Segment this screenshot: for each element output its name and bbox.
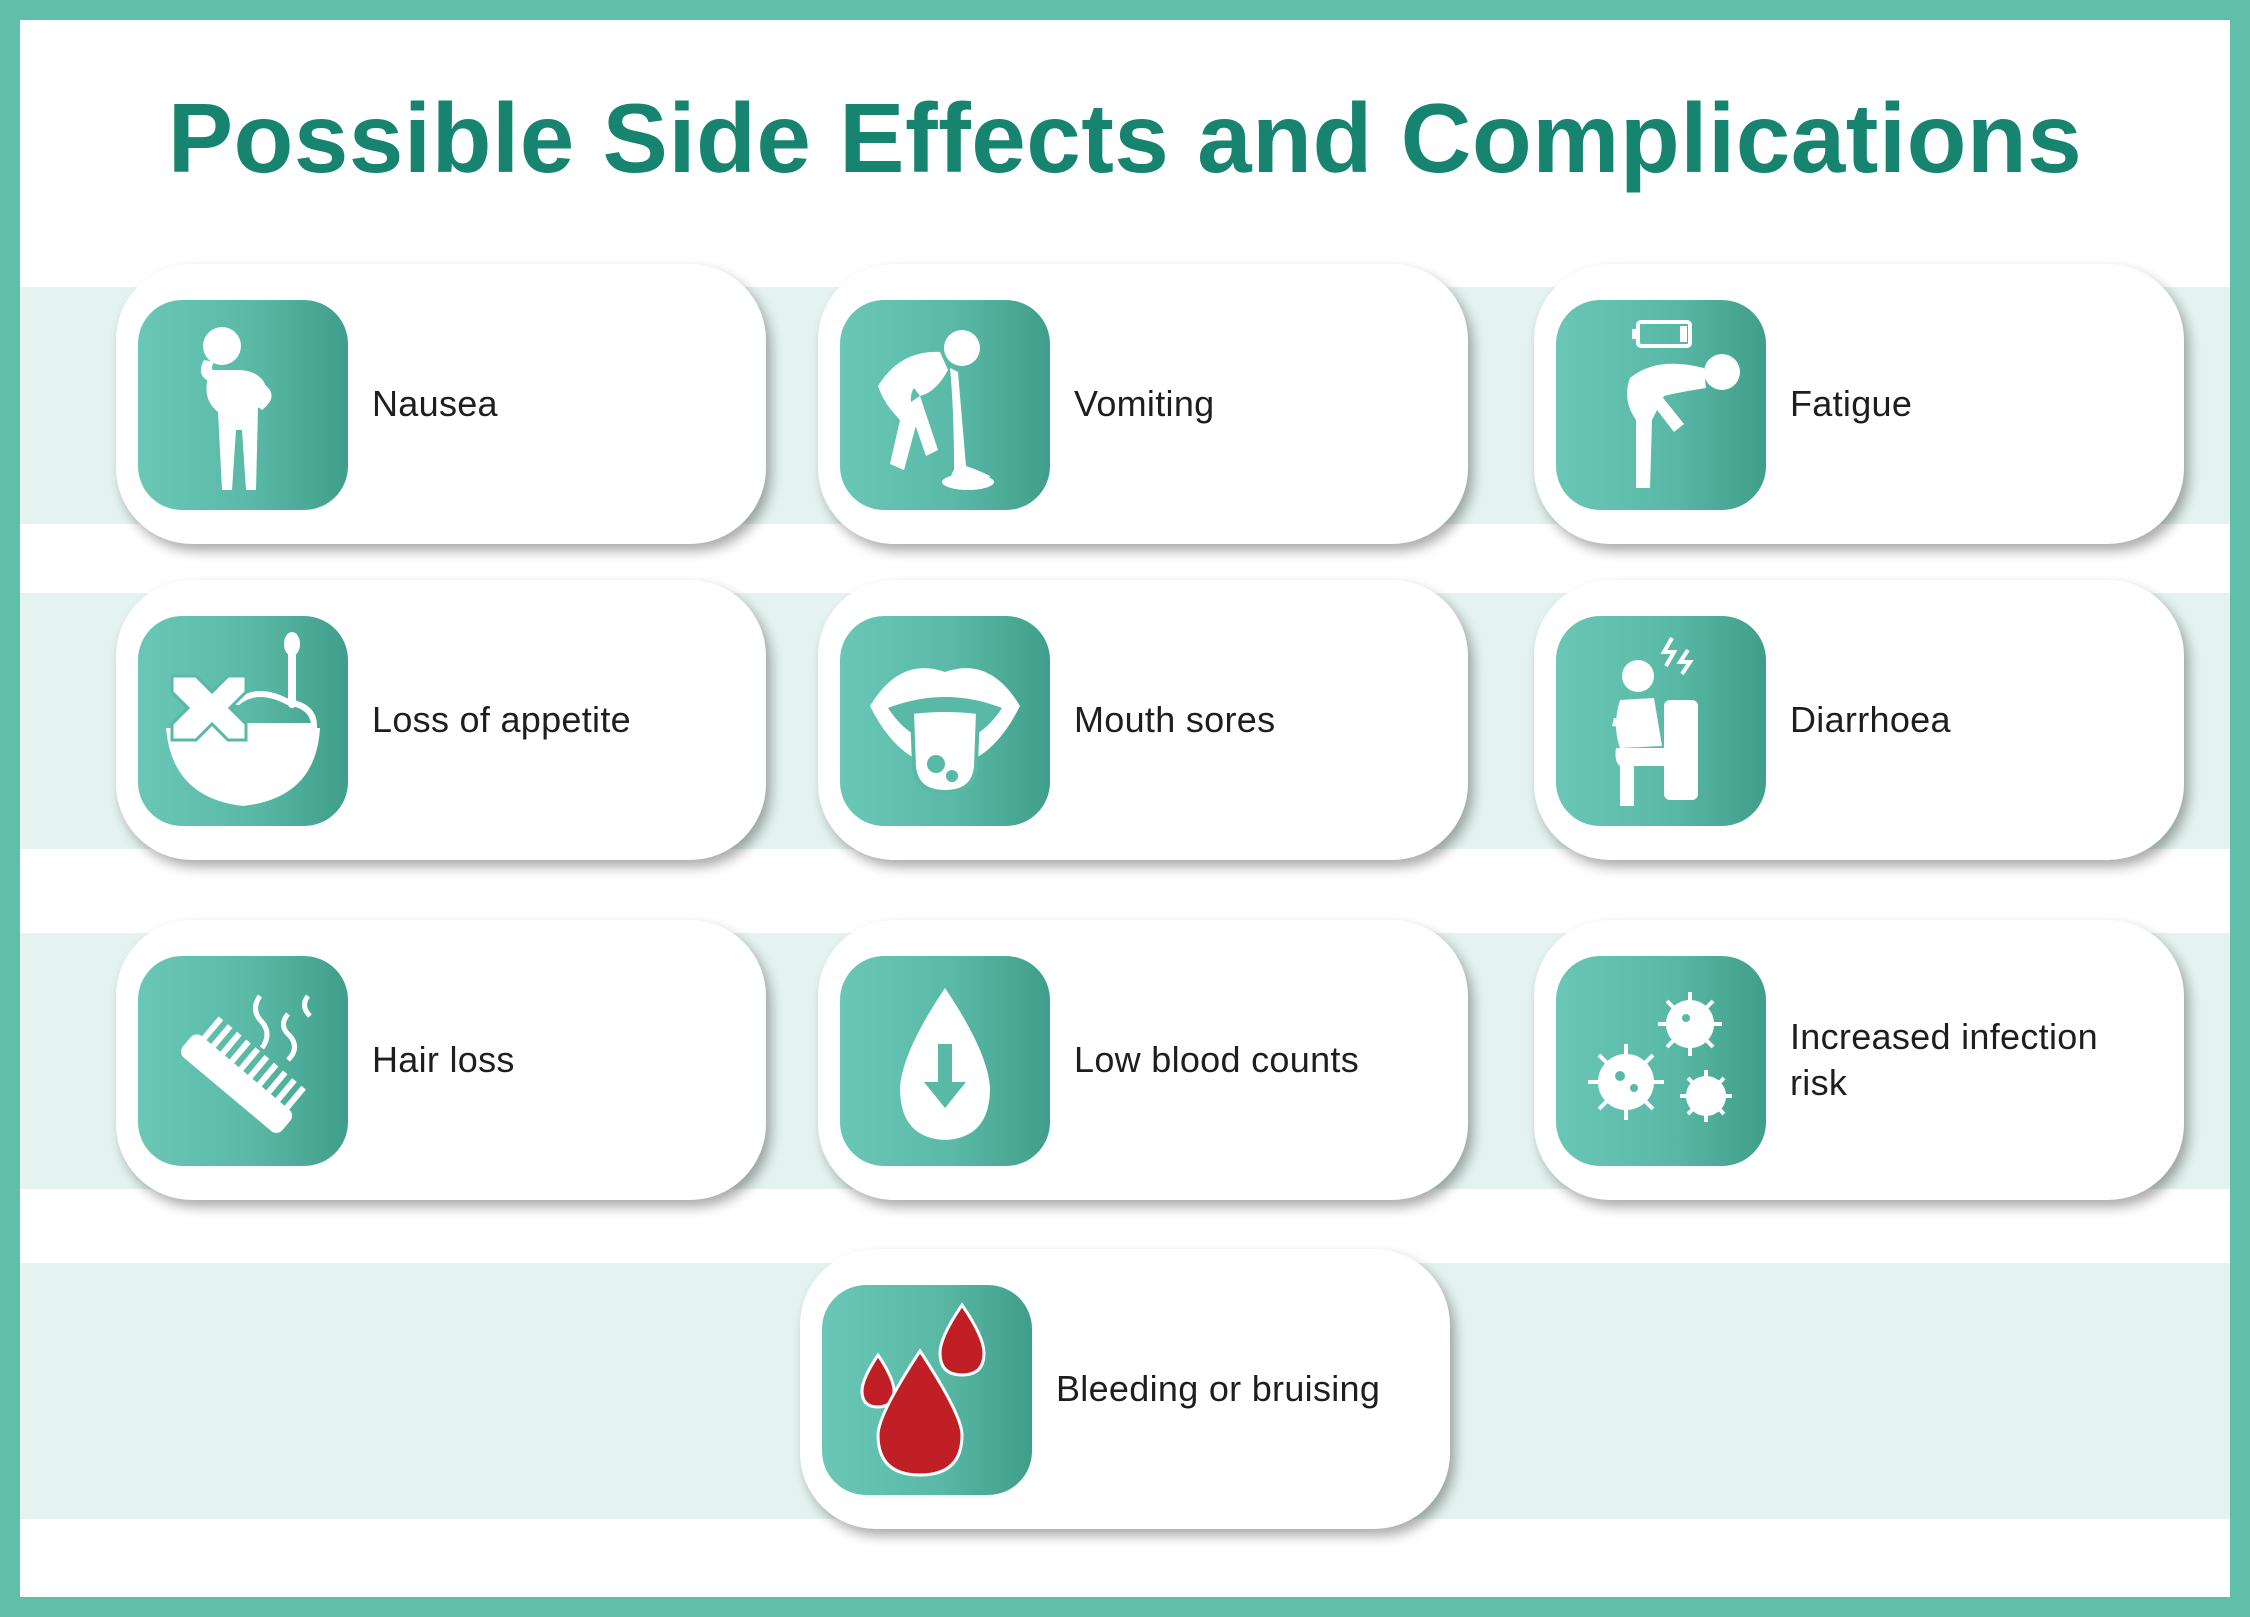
- side-effect-card-mouth-sores: Mouth sores: [818, 580, 1468, 860]
- side-effect-card-hair-loss: Hair loss: [116, 920, 766, 1200]
- low-blood-counts-icon: [900, 988, 990, 1140]
- side-effect-card-nausea: Nausea: [116, 264, 766, 544]
- side-effect-label: Bleeding or bruising: [1056, 1368, 1381, 1409]
- diarrhoea-icon: [1612, 637, 1698, 806]
- side-effect-card-loss-of-appetite: Loss of appetite: [116, 580, 766, 860]
- side-effect-card-low-blood-counts: Low blood counts: [818, 920, 1468, 1200]
- side-effect-label: Fatigue: [1790, 383, 1913, 424]
- bleeding-icon: [860, 1302, 986, 1477]
- infection-risk-icon: [1588, 992, 1732, 1122]
- side-effect-card-vomiting: Vomiting: [818, 264, 1468, 544]
- hair-loss-icon: [181, 994, 312, 1133]
- vomiting-icon: [878, 330, 994, 490]
- side-effect-card-bleeding: Bleeding or bruising: [800, 1249, 1450, 1529]
- side-effect-label: Increased infection risk: [1790, 1016, 2098, 1103]
- side-effect-label: Vomiting: [1074, 383, 1215, 424]
- nausea-icon: [200, 327, 272, 490]
- side-effect-label: Nausea: [372, 383, 498, 424]
- mouth-sores-icon: [870, 668, 1020, 795]
- side-effect-label: Diarrhoea: [1790, 699, 1951, 740]
- page-title: Possible Side Effects and Complications: [167, 83, 2083, 193]
- loss-of-appetite-icon: [166, 632, 320, 806]
- side-effect-label: Loss of appetite: [372, 699, 631, 740]
- side-effect-label: Low blood counts: [1074, 1039, 1359, 1080]
- side-effect-card-fatigue: Fatigue: [1534, 264, 2184, 544]
- side-effect-label: Mouth sores: [1074, 699, 1276, 740]
- fatigue-icon: [1627, 320, 1740, 488]
- side-effect-card-infection-risk: Increased infection risk: [1534, 920, 2184, 1200]
- side-effect-card-diarrhoea: Diarrhoea: [1534, 580, 2184, 860]
- side-effect-label: Hair loss: [372, 1039, 515, 1080]
